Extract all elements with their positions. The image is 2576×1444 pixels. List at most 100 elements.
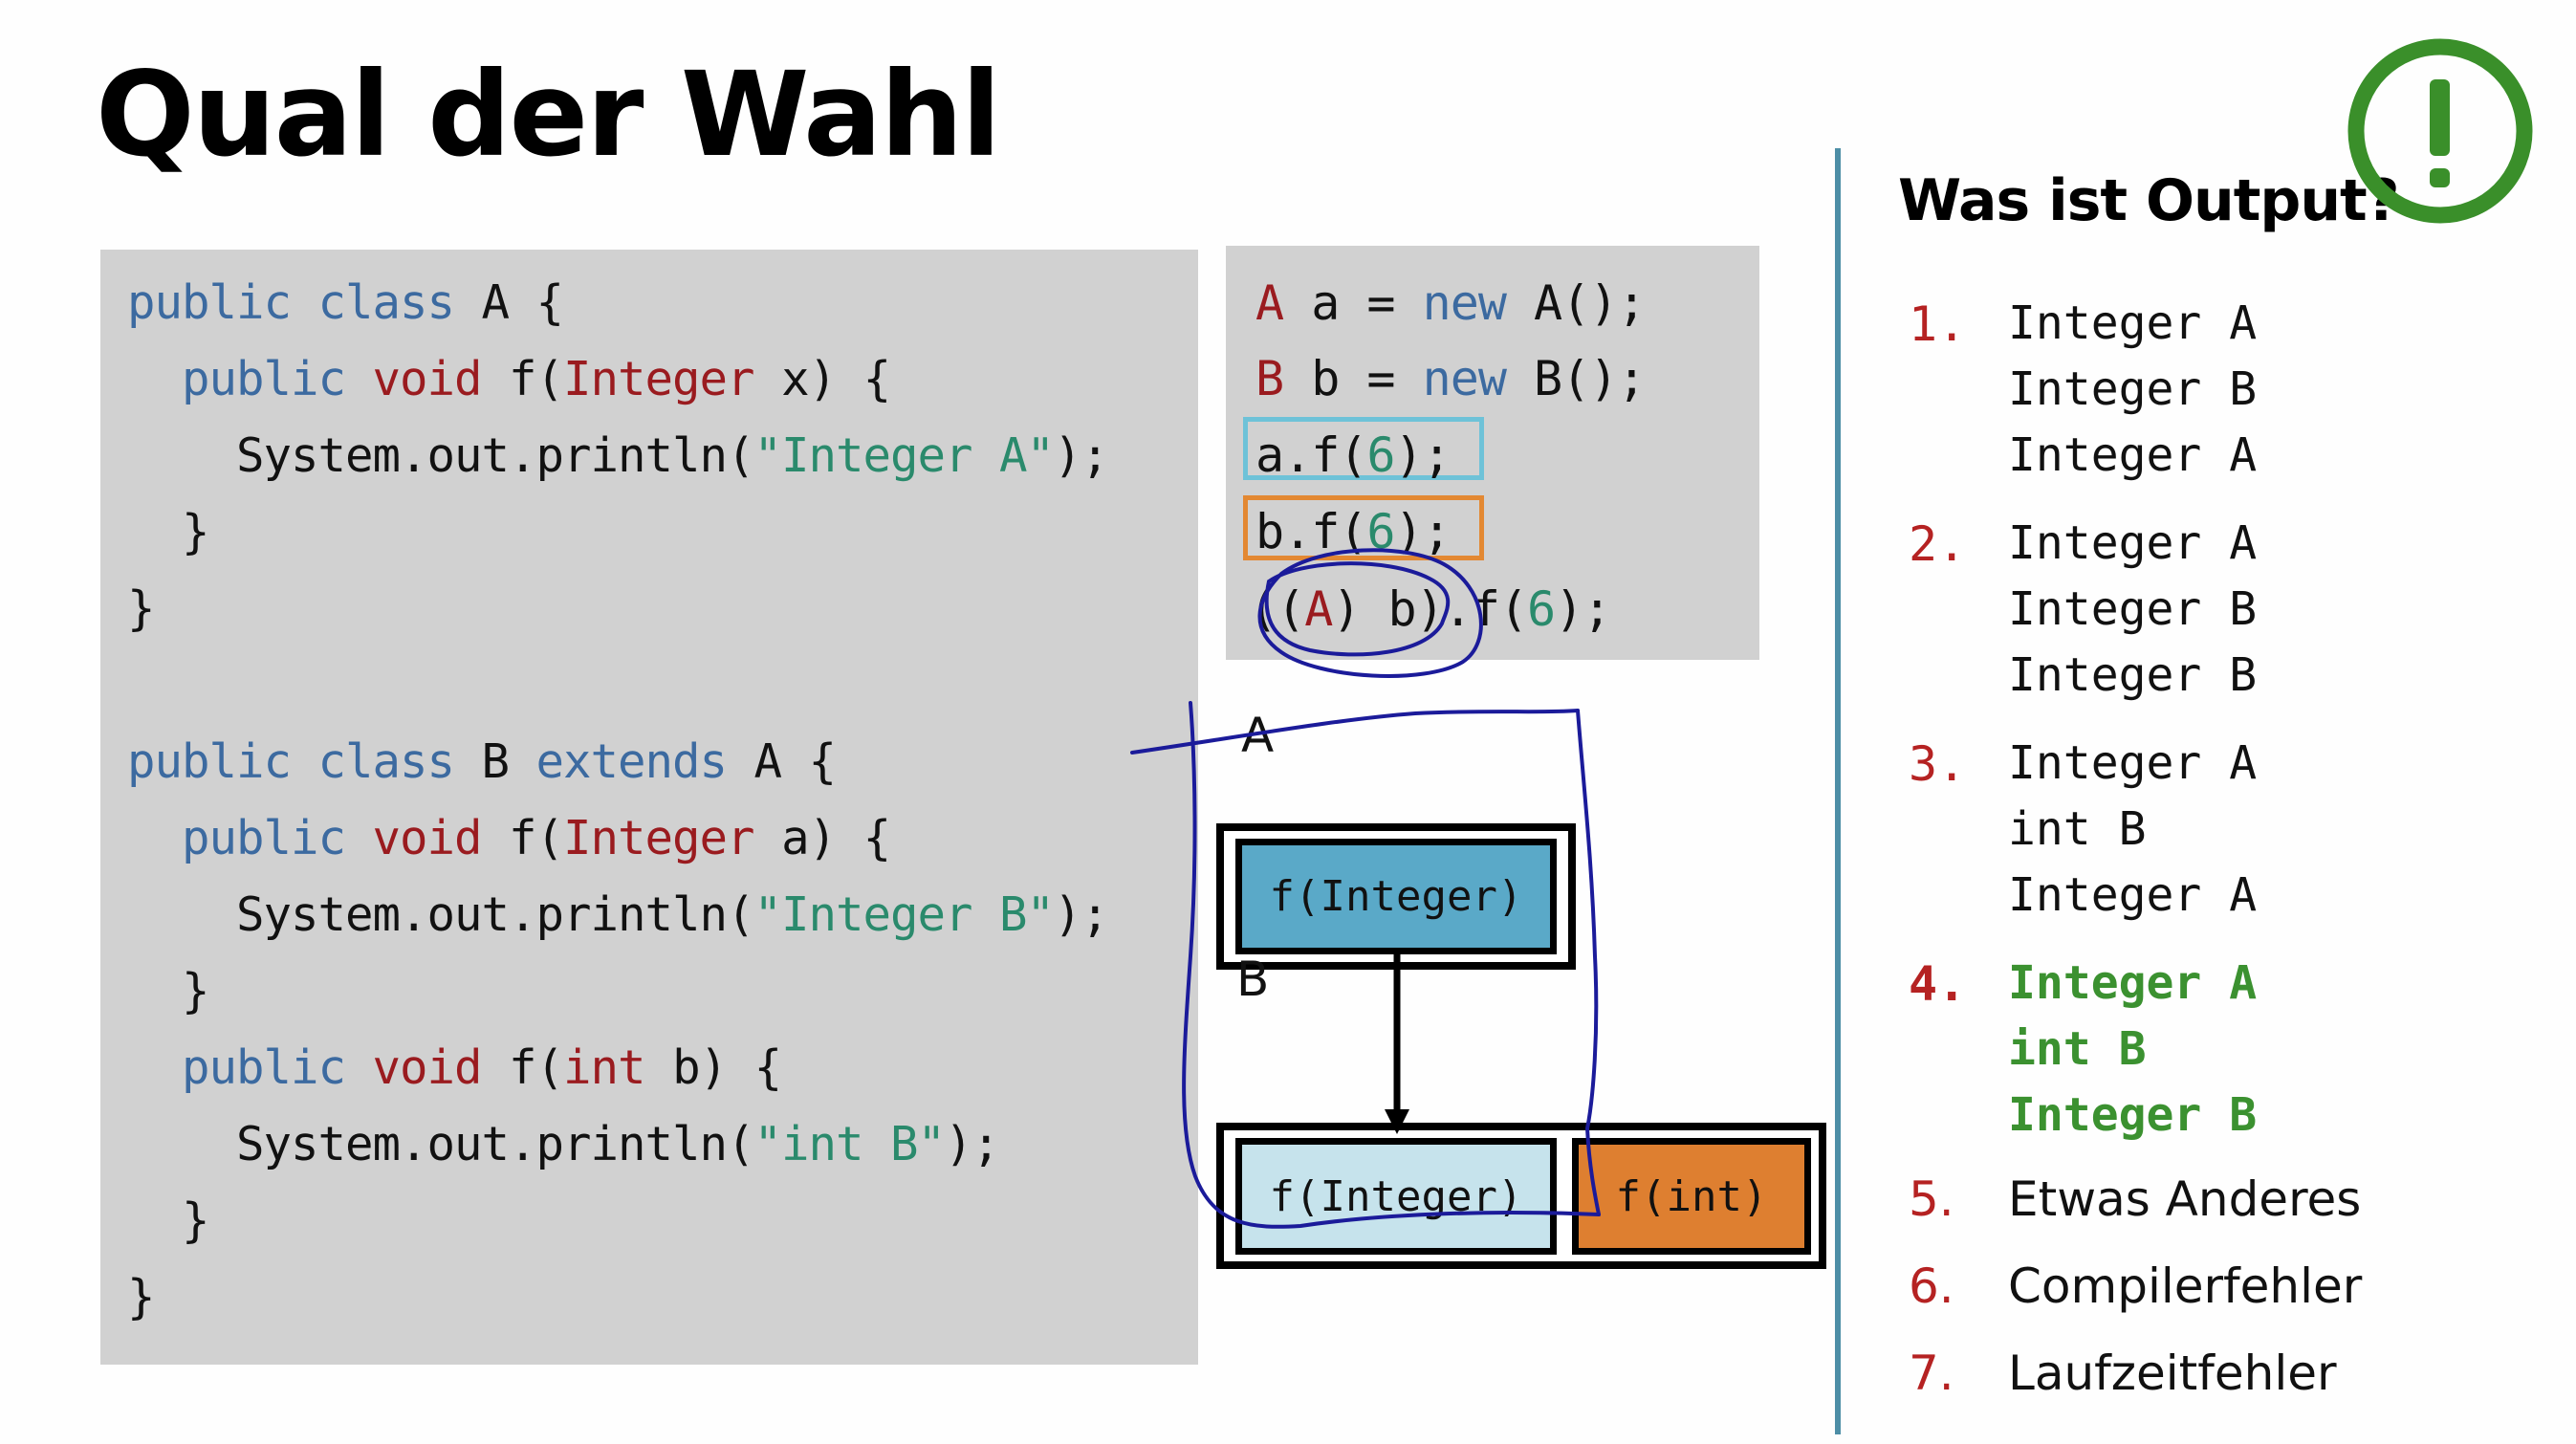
code-token: 6	[1366, 504, 1395, 559]
code-token: System.out.println(	[127, 1117, 755, 1171]
code-left-line: public class A {	[127, 265, 565, 341]
section-divider	[1835, 148, 1841, 1434]
code-token: extends	[535, 734, 729, 789]
option-output-line: int B	[2008, 1022, 2147, 1076]
code-token: a =	[1283, 275, 1423, 331]
code-token: b.f(	[1255, 504, 1367, 559]
code-left-line: }	[127, 953, 210, 1030]
code-right-line: a.f(6);	[1255, 417, 1452, 493]
code-right-line: ((A) b).f(6);	[1249, 571, 1611, 647]
option-output-line: Integer A	[2008, 428, 2258, 482]
option-number: 5.	[1909, 1171, 1954, 1227]
code-right-line: A a = new A();	[1255, 265, 1646, 341]
option-output-line: Integer A	[2008, 956, 2258, 1010]
code-token: a.f(	[1255, 427, 1367, 483]
option-number: 4.	[1909, 956, 1967, 1012]
code-left-line: }	[127, 571, 155, 647]
option-number: 6.	[1909, 1258, 1954, 1314]
code-token: Integer	[563, 811, 755, 865]
code-right-line: B b = new B();	[1255, 340, 1646, 417]
code-token: new	[1422, 275, 1507, 331]
code-left-line: public void f(Integer a) {	[127, 800, 891, 877]
code-token: "int B"	[753, 1117, 947, 1171]
option-output-line: Integer A	[2008, 736, 2258, 790]
code-left-line: System.out.println("Integer B");	[127, 877, 1109, 953]
code-token: );	[945, 1117, 1000, 1171]
code-token: public class	[127, 734, 455, 789]
arrow-head	[1385, 1109, 1409, 1134]
code-right-line: b.f(6);	[1255, 493, 1452, 570]
highlight-box-a-call	[1243, 417, 1484, 480]
code-token: A {	[454, 275, 565, 330]
code-token: B	[1255, 351, 1284, 406]
code-left-line: System.out.println("int B");	[127, 1106, 1000, 1183]
option-output-line: Integer B	[2008, 648, 2258, 702]
code-token: int	[563, 1040, 646, 1095]
code-token: void	[345, 1040, 483, 1095]
option-number: 7.	[1909, 1346, 1954, 1401]
exclamation-circle-icon	[2347, 38, 2533, 224]
code-token: b =	[1283, 351, 1423, 406]
code-token: A {	[727, 734, 838, 789]
code-left-line: System.out.println("Integer A");	[127, 418, 1109, 494]
code-token: b) {	[644, 1040, 782, 1095]
code-left-line: }	[127, 1183, 210, 1259]
code-token: void	[345, 811, 483, 865]
code-token: 6	[1527, 581, 1556, 637]
option-text: Etwas Anderes	[2008, 1171, 2362, 1227]
code-token: ((	[1249, 581, 1305, 637]
code-token: );	[1394, 504, 1452, 559]
code-token: }	[127, 505, 210, 559]
code-token: A	[1304, 581, 1333, 637]
quiz-question: Was ist Output?	[1898, 167, 2400, 234]
class-definitions-code-block	[100, 250, 1198, 1365]
code-token: "Integer A"	[753, 428, 1056, 483]
code-token: }	[127, 581, 155, 636]
code-token: f(	[481, 352, 564, 406]
code-token: B	[454, 734, 536, 789]
code-token: new	[1422, 351, 1507, 406]
code-left-line: public void f(int b) {	[127, 1030, 782, 1106]
code-token: A	[1255, 275, 1284, 331]
code-token: System.out.println(	[127, 887, 755, 942]
code-token: 6	[1366, 427, 1395, 483]
code-token: }	[127, 1270, 155, 1324]
option-text: Laufzeitfehler	[2008, 1346, 2337, 1401]
code-token: a) {	[753, 811, 891, 865]
code-token: );	[1394, 427, 1452, 483]
code-token: f(	[481, 811, 564, 865]
code-left-line: }	[127, 494, 210, 571]
code-token: A();	[1505, 275, 1646, 331]
class-b-method-f-int: f(int)	[1572, 1138, 1811, 1255]
code-token: );	[1054, 887, 1109, 942]
code-token: public	[127, 811, 346, 865]
code-token: public class	[127, 275, 455, 330]
code-token: }	[127, 1193, 210, 1248]
option-number: 3.	[1909, 736, 1967, 792]
option-output-line: Integer A	[2008, 868, 2258, 922]
code-token: "Integer B"	[753, 887, 1056, 942]
code-left-line: public class B extends A {	[127, 724, 838, 800]
code-token: public	[127, 1040, 346, 1095]
code-token: );	[1054, 428, 1109, 483]
slide-title: Qual der Wahl	[96, 47, 1001, 183]
option-output-line: Integer B	[2008, 362, 2258, 416]
option-output-line: Integer A	[2008, 296, 2258, 350]
option-output-line: Integer B	[2008, 1088, 2258, 1142]
code-token: x) {	[753, 352, 891, 406]
code-left-line: public void f(Integer x) {	[127, 341, 891, 418]
code-token: void	[345, 352, 483, 406]
option-output-line: int B	[2008, 802, 2147, 856]
option-number: 2.	[1909, 516, 1967, 572]
code-token: }	[127, 964, 210, 1018]
code-token: f(	[481, 1040, 564, 1095]
code-token: Integer	[563, 352, 755, 406]
code-token: ) b).f(	[1332, 581, 1528, 637]
option-output-line: Integer B	[2008, 582, 2258, 636]
option-text: Compilerfehler	[2008, 1258, 2363, 1314]
code-token: public	[127, 352, 346, 406]
option-number: 1.	[1909, 296, 1967, 352]
code-left-line: }	[127, 1259, 155, 1336]
code-token: );	[1555, 581, 1611, 637]
option-output-line: Integer A	[2008, 516, 2258, 570]
